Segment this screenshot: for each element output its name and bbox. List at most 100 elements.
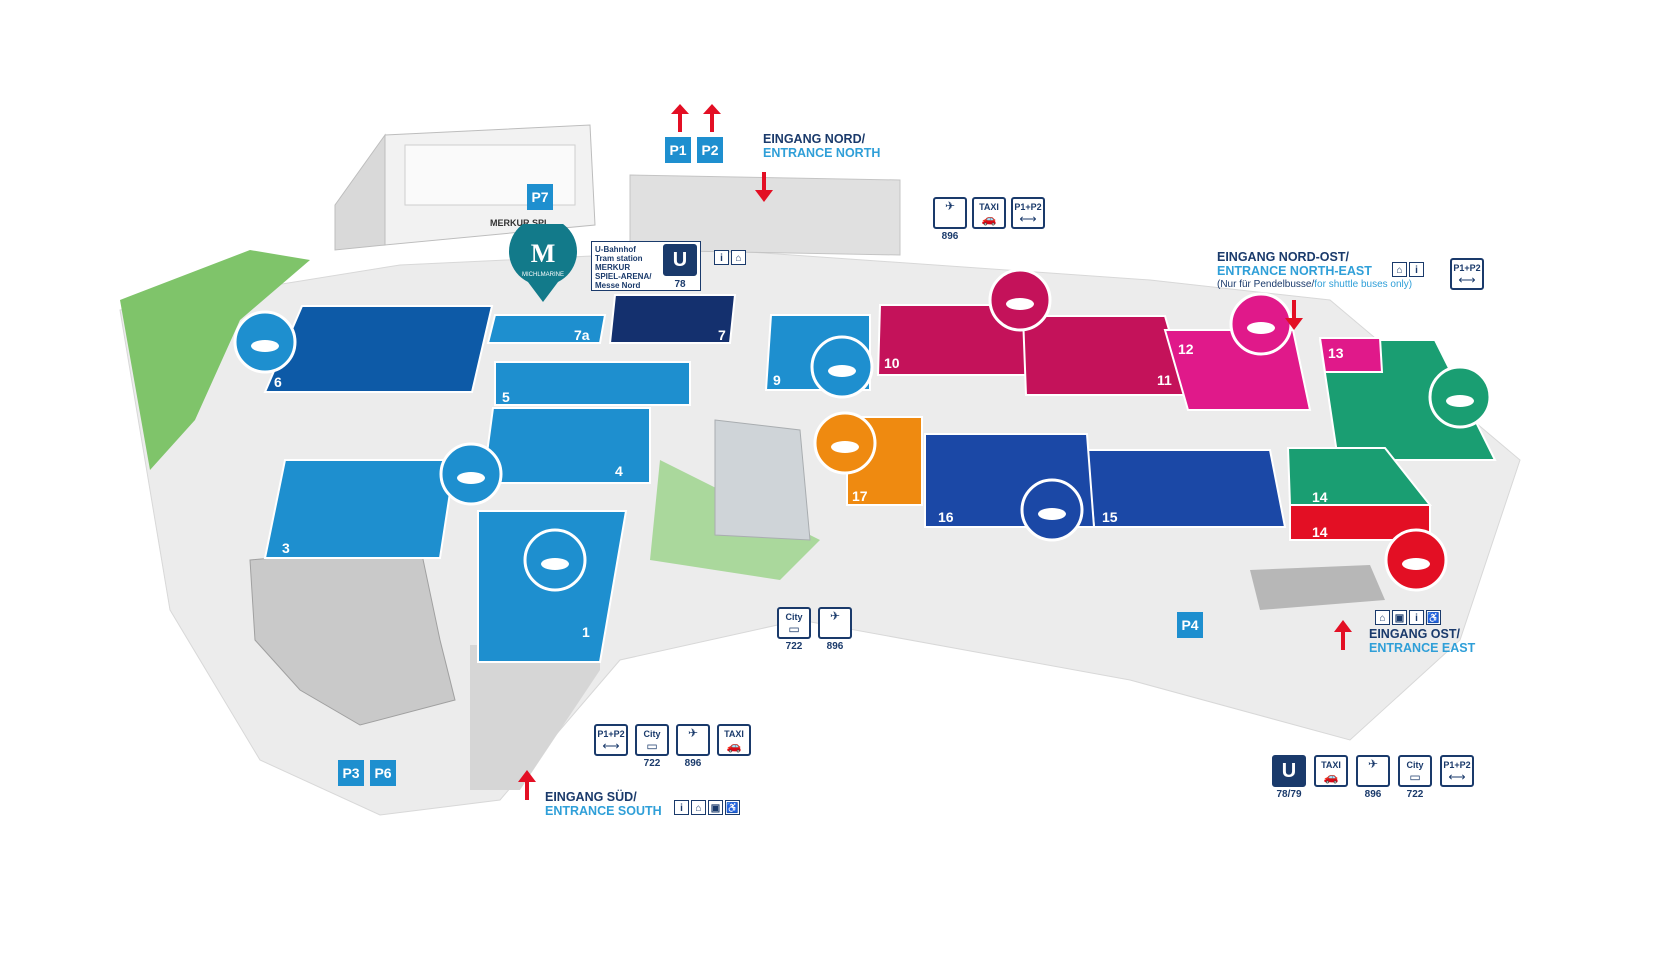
- parking-p1[interactable]: P1: [665, 137, 691, 163]
- hall-1-stands: [470, 645, 600, 790]
- motor-yacht-icon-glyph: [457, 472, 485, 484]
- entrance-south-label: EINGANG SÜD/ ENTRANCE SOUTH: [545, 790, 662, 818]
- north-services: i ⌂: [714, 250, 746, 265]
- shuttle-p1p2-icon: P1+P2⟷: [594, 724, 628, 756]
- airport-bus-icon: ✈: [933, 197, 967, 229]
- hall-17-label: 17: [852, 488, 868, 504]
- airport-bus-icon: ✈: [1356, 755, 1390, 787]
- shuttle-p1p2-icon: P1+P2⟷: [1440, 755, 1474, 787]
- hall-15-label: 15: [1102, 509, 1118, 525]
- entrance-east-label: EINGANG OST/ ENTRANCE EAST: [1369, 627, 1475, 655]
- motor-yacht-icon-glyph: [251, 340, 279, 352]
- parking-p4[interactable]: P4: [1177, 612, 1203, 638]
- northeast-services: ⌂ i: [1392, 262, 1424, 277]
- hall-5-label: 5: [502, 389, 510, 405]
- hall-13-area[interactable]: [1318, 337, 1384, 373]
- arrow-down-icon: [1285, 300, 1303, 330]
- tower-building: [714, 419, 811, 541]
- diver-icon-glyph: [1247, 322, 1275, 334]
- sailboat-icon-glyph: [1038, 508, 1066, 520]
- parking-p6[interactable]: P6: [370, 760, 396, 786]
- city-bus-icon: City▭: [635, 724, 669, 756]
- southwest-complex: [249, 544, 456, 726]
- shuttle-p1p2-icon: P1+P2⟷: [1450, 258, 1484, 290]
- hall-10-label: 10: [884, 355, 900, 371]
- entrance-northeast-en: ENTRANCE NORTH-EAST: [1217, 264, 1372, 278]
- hall-7a-area[interactable]: [486, 314, 607, 344]
- michlmarine-logo-pin[interactable]: M MICHLMARINE: [508, 224, 578, 304]
- arrow-up-icon: [518, 770, 536, 800]
- hall-7-label: 7: [718, 327, 726, 343]
- hall-5-area[interactable]: [494, 361, 691, 406]
- taxi-icon: TAXI🚗: [717, 724, 751, 756]
- u-bahn-icon: U: [1272, 755, 1306, 787]
- cloakroom-icon: ⌂: [691, 800, 706, 815]
- hall-11-label: 11: [1157, 372, 1172, 388]
- parking-p7[interactable]: P7: [527, 184, 553, 210]
- arrow-down-icon: [755, 172, 773, 202]
- entrance-northeast-label: EINGANG NORD-OST/ ENTRANCE NORTH-EAST (N…: [1217, 250, 1412, 292]
- hall-3-area[interactable]: [263, 459, 457, 559]
- kitesurf-icon-glyph: [831, 441, 859, 453]
- motor-yacht-icon-glyph: [828, 365, 856, 377]
- tram-line-2: Tram station: [595, 254, 643, 263]
- info-icon: i: [674, 800, 689, 815]
- east-bus-722: 722: [1406, 789, 1424, 800]
- info-icon: i: [1409, 262, 1424, 277]
- hall-4-label: 4: [615, 463, 623, 479]
- tram-number: 78: [674, 279, 686, 290]
- hall-1-label: 1: [582, 624, 590, 640]
- hall-3-label: 3: [282, 540, 290, 556]
- entrance-south-de: EINGANG SÜD/: [545, 790, 637, 804]
- info-icon: i: [1409, 610, 1424, 625]
- note-de: (Nur für Pendelbusse/: [1217, 279, 1315, 290]
- kayak-icon-glyph: [1402, 558, 1430, 570]
- entrance-south-en: ENTRANCE SOUTH: [545, 804, 662, 818]
- stadium-label: MERKUR SPI: [490, 218, 547, 228]
- logo-text: MICHLMARINE: [522, 272, 564, 278]
- wheelchair-icon: ♿: [725, 800, 740, 815]
- taxi-icon: TAXI🚗: [972, 197, 1006, 229]
- arrow-up-icon: [1334, 620, 1352, 650]
- motor-yacht-icon-glyph: [541, 558, 569, 570]
- center-bus-896: 896: [826, 641, 844, 652]
- sun-icon-glyph: [1446, 395, 1474, 407]
- u-bahn-icon: U: [663, 244, 697, 276]
- halls-layer: 1345677a910111213131414151617: [233, 268, 1497, 663]
- cloakroom-icon: ⌂: [731, 250, 746, 265]
- entrance-northeast-note: (Nur für Pendelbusse/for shuttle buses o…: [1217, 278, 1412, 292]
- entrance-east-de: EINGANG OST/: [1369, 627, 1460, 641]
- cloakroom-icon: ⌂: [1375, 610, 1390, 625]
- airport-bus-icon: ✈: [818, 607, 852, 639]
- taxi-icon: TAXI🚗: [1314, 755, 1348, 787]
- hall-16-label: 16: [938, 509, 954, 525]
- arrow-up-icon: [671, 104, 689, 132]
- tram-line-3: MERKUR: [595, 263, 631, 272]
- entrance-north-label: EINGANG NORD/ ENTRANCE NORTH: [763, 132, 880, 160]
- north-building: [629, 174, 901, 256]
- shuttle-p1p2-icon: P1+P2⟷: [1011, 197, 1045, 229]
- south-services: i ⌂ ▣ ♿: [674, 800, 740, 815]
- cloakroom-icon: ⌂: [1392, 262, 1407, 277]
- tram-line-4: SPIEL-ARENA/: [595, 272, 652, 281]
- south-bus-896: 896: [684, 758, 702, 769]
- note-en: for shuttle buses only): [1314, 279, 1413, 290]
- tram-line-1: U-Bahnhof: [595, 245, 636, 254]
- hall-9-label: 9: [773, 372, 781, 388]
- entrance-north-de: EINGANG NORD/: [763, 132, 866, 146]
- tram-line-5: Messe Nord: [595, 281, 641, 290]
- entrance-northeast-de: EINGANG NORD-OST/: [1217, 250, 1349, 264]
- east-bus-896: 896: [1364, 789, 1382, 800]
- east-ubahn-number: 78/79: [1276, 789, 1302, 800]
- east-pavilion: [1250, 565, 1385, 610]
- hall-7-area[interactable]: [608, 294, 737, 344]
- arrow-up-icon: [703, 104, 721, 132]
- parking-p3[interactable]: P3: [338, 760, 364, 786]
- locker-icon: ▣: [1392, 610, 1407, 625]
- north-bus-number: 896: [941, 231, 959, 242]
- arrow-icons: [518, 104, 1352, 800]
- hall-12-label: 12: [1178, 341, 1194, 357]
- parking-p2[interactable]: P2: [697, 137, 723, 163]
